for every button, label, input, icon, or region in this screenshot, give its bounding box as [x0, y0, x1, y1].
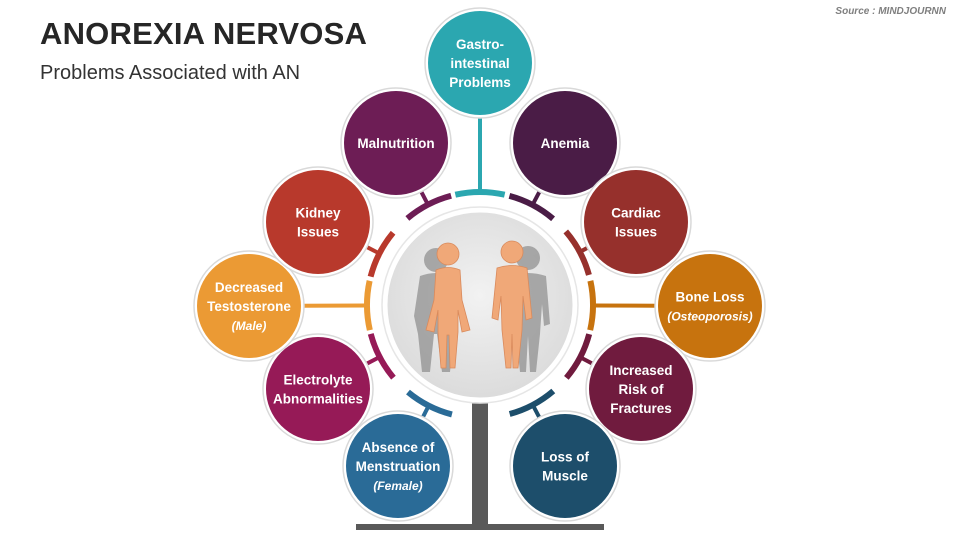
center-hub-rim [381, 206, 579, 404]
stand-pole [472, 402, 488, 528]
ring-segment [563, 229, 592, 276]
problem-node: Bone Loss (Osteoporosis) [654, 250, 766, 362]
problem-label: Muscle [542, 469, 588, 484]
problem-label: Menstruation [356, 459, 441, 474]
problem-label: Increased [609, 363, 672, 378]
problem-node-circle [513, 91, 617, 195]
stand-base [356, 524, 604, 530]
problem-node-circle [513, 414, 617, 518]
problem-node-circle [344, 91, 448, 195]
problem-label: Cardiac [611, 206, 661, 221]
problem-node-circle [266, 170, 370, 274]
ring-segment [367, 230, 396, 278]
problem-label: intestinal [450, 56, 509, 71]
problem-node: Anemia [509, 87, 621, 199]
problem-node-circle [658, 254, 762, 358]
problem-label: Abnormalities [273, 392, 363, 407]
problem-label: Risk of [618, 382, 664, 397]
page-subtitle: Problems Associated with AN [40, 62, 301, 84]
problem-label: Bone Loss [675, 290, 744, 305]
problem-node-circle [266, 337, 370, 441]
ring-segment [587, 280, 596, 331]
problem-node: Malnutrition [340, 87, 452, 199]
ring-segment [564, 333, 593, 380]
problem-label: Anemia [541, 136, 590, 151]
problem-note: (Male) [232, 319, 267, 333]
human-body-figures-icon [414, 240, 550, 372]
problem-node: Absence of Menstruation (Female) [342, 410, 454, 522]
ring-segment [364, 280, 373, 331]
problem-label: Fractures [610, 401, 672, 416]
ring-segment [508, 192, 556, 222]
problem-label: Absence of [362, 440, 435, 455]
problem-node-circle [197, 254, 301, 358]
problem-node-circle [589, 337, 693, 441]
problem-label: Gastro- [456, 37, 504, 52]
problem-label: Testosterone [207, 299, 291, 314]
problem-label: Decreased [215, 280, 283, 295]
source-label: Source : MINDJOURNN [835, 6, 946, 17]
problem-label: Issues [615, 225, 657, 240]
problem-label: Kidney [295, 206, 341, 221]
problem-label: Problems [449, 75, 511, 90]
problem-node-circle [584, 170, 688, 274]
page-title: ANOREXIA NERVOSA [40, 16, 368, 51]
ring-segment [454, 189, 506, 198]
problem-note: (Female) [373, 479, 422, 493]
problem-node: Loss of Muscle [509, 410, 621, 522]
problem-label: Malnutrition [357, 136, 434, 151]
problem-label: Electrolyte [283, 373, 353, 388]
problem-label: Loss of [541, 450, 590, 465]
problem-note: (Osteoporosis) [667, 310, 752, 324]
problem-label: Issues [297, 225, 339, 240]
problem-node-circle [428, 11, 532, 115]
problem-node-circle [346, 414, 450, 518]
